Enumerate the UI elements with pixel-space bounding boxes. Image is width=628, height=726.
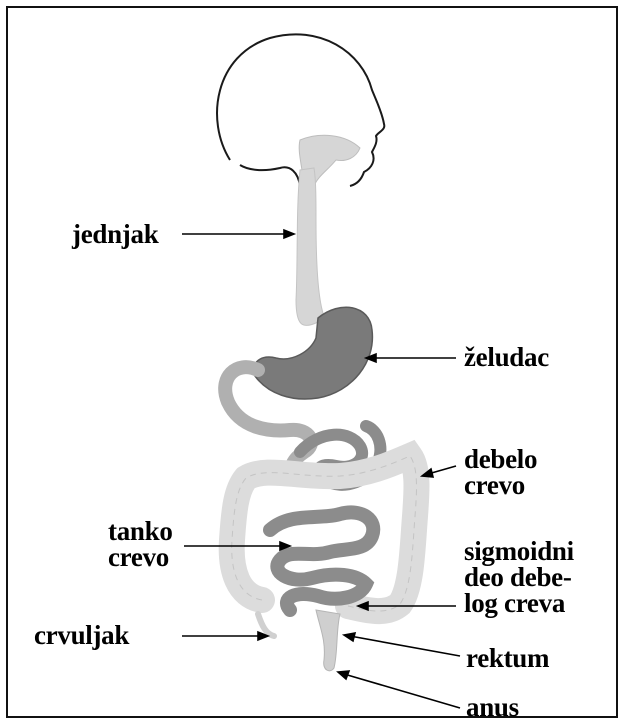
label-sigmoidni: sigmoidni deo debe- log creva: [464, 538, 574, 616]
ileum-coils: [270, 512, 373, 610]
rectum-shape: [316, 610, 340, 671]
label-tanko-line2: crevo: [108, 544, 173, 570]
label-debelo-line1: debelo: [464, 446, 537, 472]
label-debelo-crevo: debelo crevo: [464, 446, 537, 498]
colon-shape: [232, 456, 417, 611]
label-anus: anus: [466, 694, 519, 720]
label-zeludac: želudac: [464, 344, 549, 370]
arrow-anus: [344, 674, 460, 708]
label-sigmoidni-line1: sigmoidni: [464, 538, 574, 564]
esophagus-shape: [296, 168, 324, 326]
label-jednjak: jednjak: [72, 221, 158, 247]
label-debelo-line2: crevo: [464, 472, 537, 498]
label-sigmoidni-line2: deo debe-: [464, 564, 574, 590]
label-sigmoidni-line3: log creva: [464, 590, 574, 616]
label-crvuljak: crvuljak: [34, 622, 129, 648]
label-tanko-crevo: tanko crevo: [108, 518, 173, 570]
arrow-rektum: [350, 636, 460, 656]
label-tanko-line1: tanko: [108, 518, 173, 544]
label-rektum: rektum: [466, 645, 549, 671]
